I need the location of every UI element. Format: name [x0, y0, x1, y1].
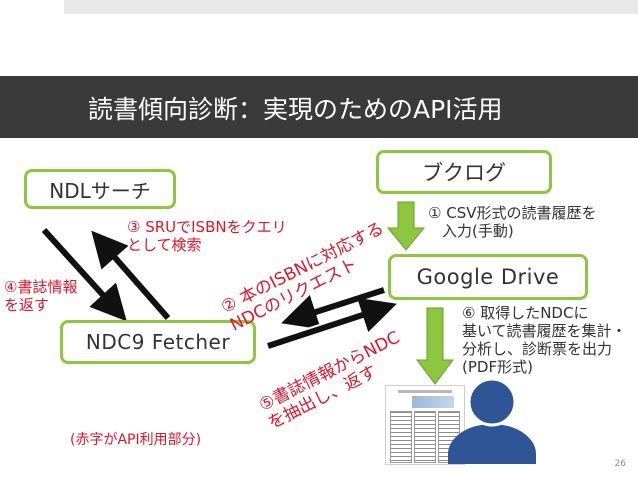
- arrow-ndc-to-drive-stroke: [267, 297, 397, 349]
- step3-line2: として検索: [127, 236, 202, 254]
- user-head: [467, 377, 517, 427]
- user-body-base: [448, 454, 536, 464]
- step4-line2: を返す: [4, 296, 50, 314]
- google-drive-box: Google Drive: [388, 254, 588, 300]
- arrow-csv-input: [386, 201, 426, 251]
- step4-line1: ④書誌情報: [4, 278, 78, 296]
- booklog-box: ブクログ: [376, 150, 552, 194]
- step3-line1: ③ SRUでISBNをクエリ: [127, 218, 287, 236]
- step6-label: ⑥ 取得したNDCに 基いて読書履歴を集計・ 分析し、診断票を出力 (PDF形式…: [462, 304, 627, 376]
- step6-line2: 基いて読書履歴を集計・: [462, 322, 627, 340]
- report-title-bar: [398, 390, 452, 393]
- page-number: 26: [614, 459, 626, 469]
- ndl-search-box: NDLサーチ: [24, 169, 176, 209]
- arrow-query-to-ndl-stroke: [91, 230, 171, 320]
- slide-title: 読書傾向診断：実現のためのAPI活用: [88, 95, 503, 124]
- user-icon: [448, 377, 536, 464]
- step6-line3: 分析し、診断票を出力: [462, 340, 613, 358]
- step1-label: ① CSV形式の読書履歴を 入力(手動): [428, 204, 596, 240]
- arrow-request-to-fetcher-stroke: [281, 287, 385, 330]
- arrow-return-to-fetcher-stroke: [41, 227, 127, 322]
- ndc9-fetcher-box: NDC9 Fetcher: [60, 320, 256, 364]
- step3-label: ③ SRUでISBNをクエリ として検索: [127, 218, 287, 254]
- step4-label: ④書誌情報 を返す: [4, 278, 77, 314]
- step1-line2: 入力(手動): [442, 222, 514, 240]
- report-table: [414, 411, 436, 463]
- top-decorative-strip: [64, 0, 638, 14]
- report-tables: [390, 411, 460, 463]
- report-table: [390, 411, 412, 463]
- api-usage-note: (赤字がAPI利用部分): [70, 432, 202, 448]
- step6-line4: (PDF形式): [462, 358, 533, 376]
- arrow-report-output: [416, 307, 454, 385]
- report-chart: [412, 396, 454, 408]
- step1-line1: ① CSV形式の読書履歴を: [428, 204, 597, 222]
- title-band: 読書傾向診断：実現のためのAPI活用: [0, 76, 638, 138]
- step6-line1: ⑥ 取得したNDCに: [462, 304, 589, 322]
